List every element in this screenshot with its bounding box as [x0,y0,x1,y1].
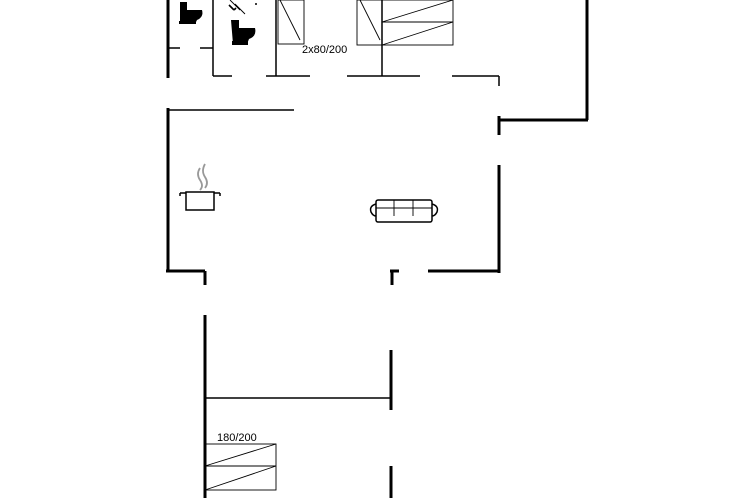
toilet-icon [179,2,203,24]
bed-icon [277,0,305,45]
bed-icon [204,443,277,491]
toilet-icon [229,0,256,45]
twin-bed-size-label: 2x80/200 [302,44,347,56]
cooking-pot-icon [179,163,221,211]
sink-icon [228,3,257,11]
bed-icon [356,0,454,46]
double-bed-size-label: 180/200 [217,432,257,444]
walls [166,0,589,498]
sofa-icon [369,199,439,223]
